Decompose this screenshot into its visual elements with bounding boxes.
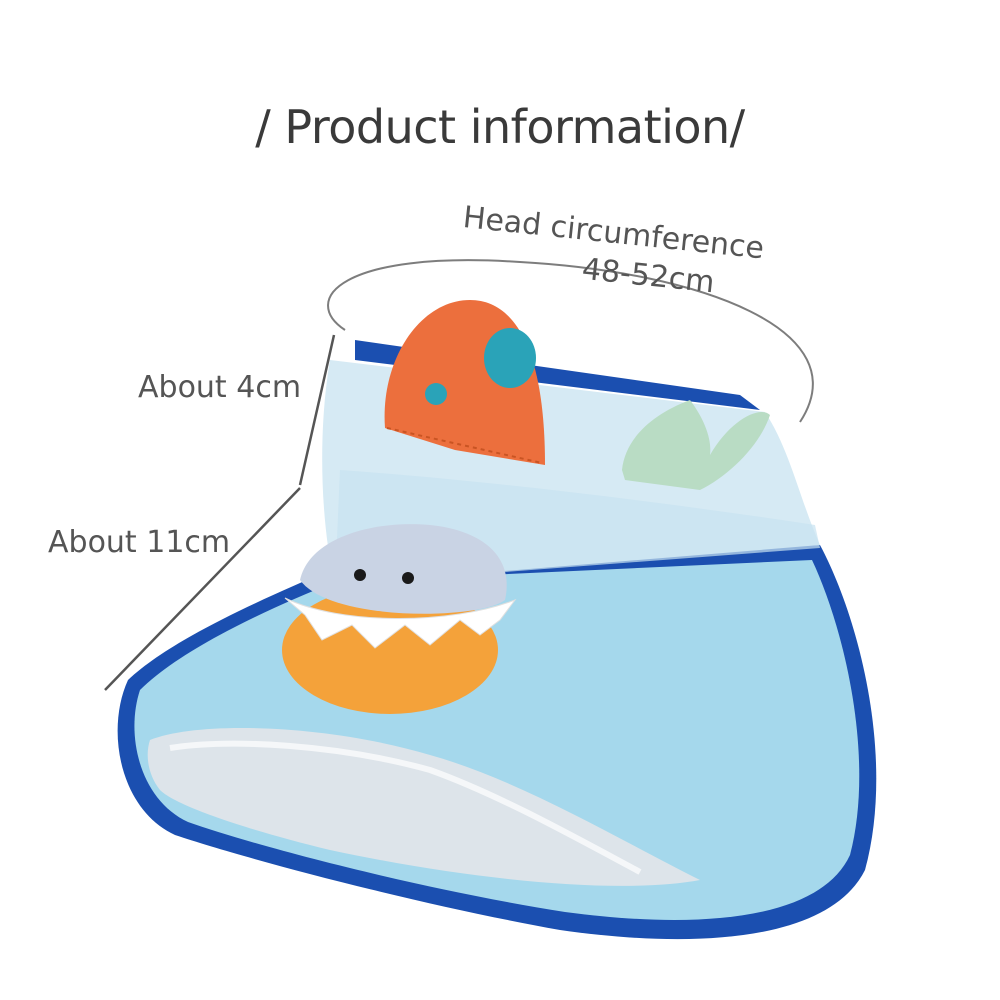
shark-eye-right <box>402 572 414 584</box>
shark-eye-left <box>354 569 366 581</box>
horn-spot-large <box>484 328 536 388</box>
fin-applique <box>622 400 770 490</box>
circumference-guide-line <box>327 259 814 423</box>
brim-length-guide-line <box>104 487 301 691</box>
band-height-guide-line <box>298 334 336 486</box>
brim-underside <box>147 728 700 886</box>
band-height-label: About 4cm <box>138 370 302 405</box>
shark-teeth <box>284 597 517 649</box>
shark-face <box>300 524 507 614</box>
horn-spot-small <box>425 383 447 405</box>
brim-length-label: About 11cm <box>48 525 231 560</box>
page-title: / Product information/ <box>255 100 745 154</box>
